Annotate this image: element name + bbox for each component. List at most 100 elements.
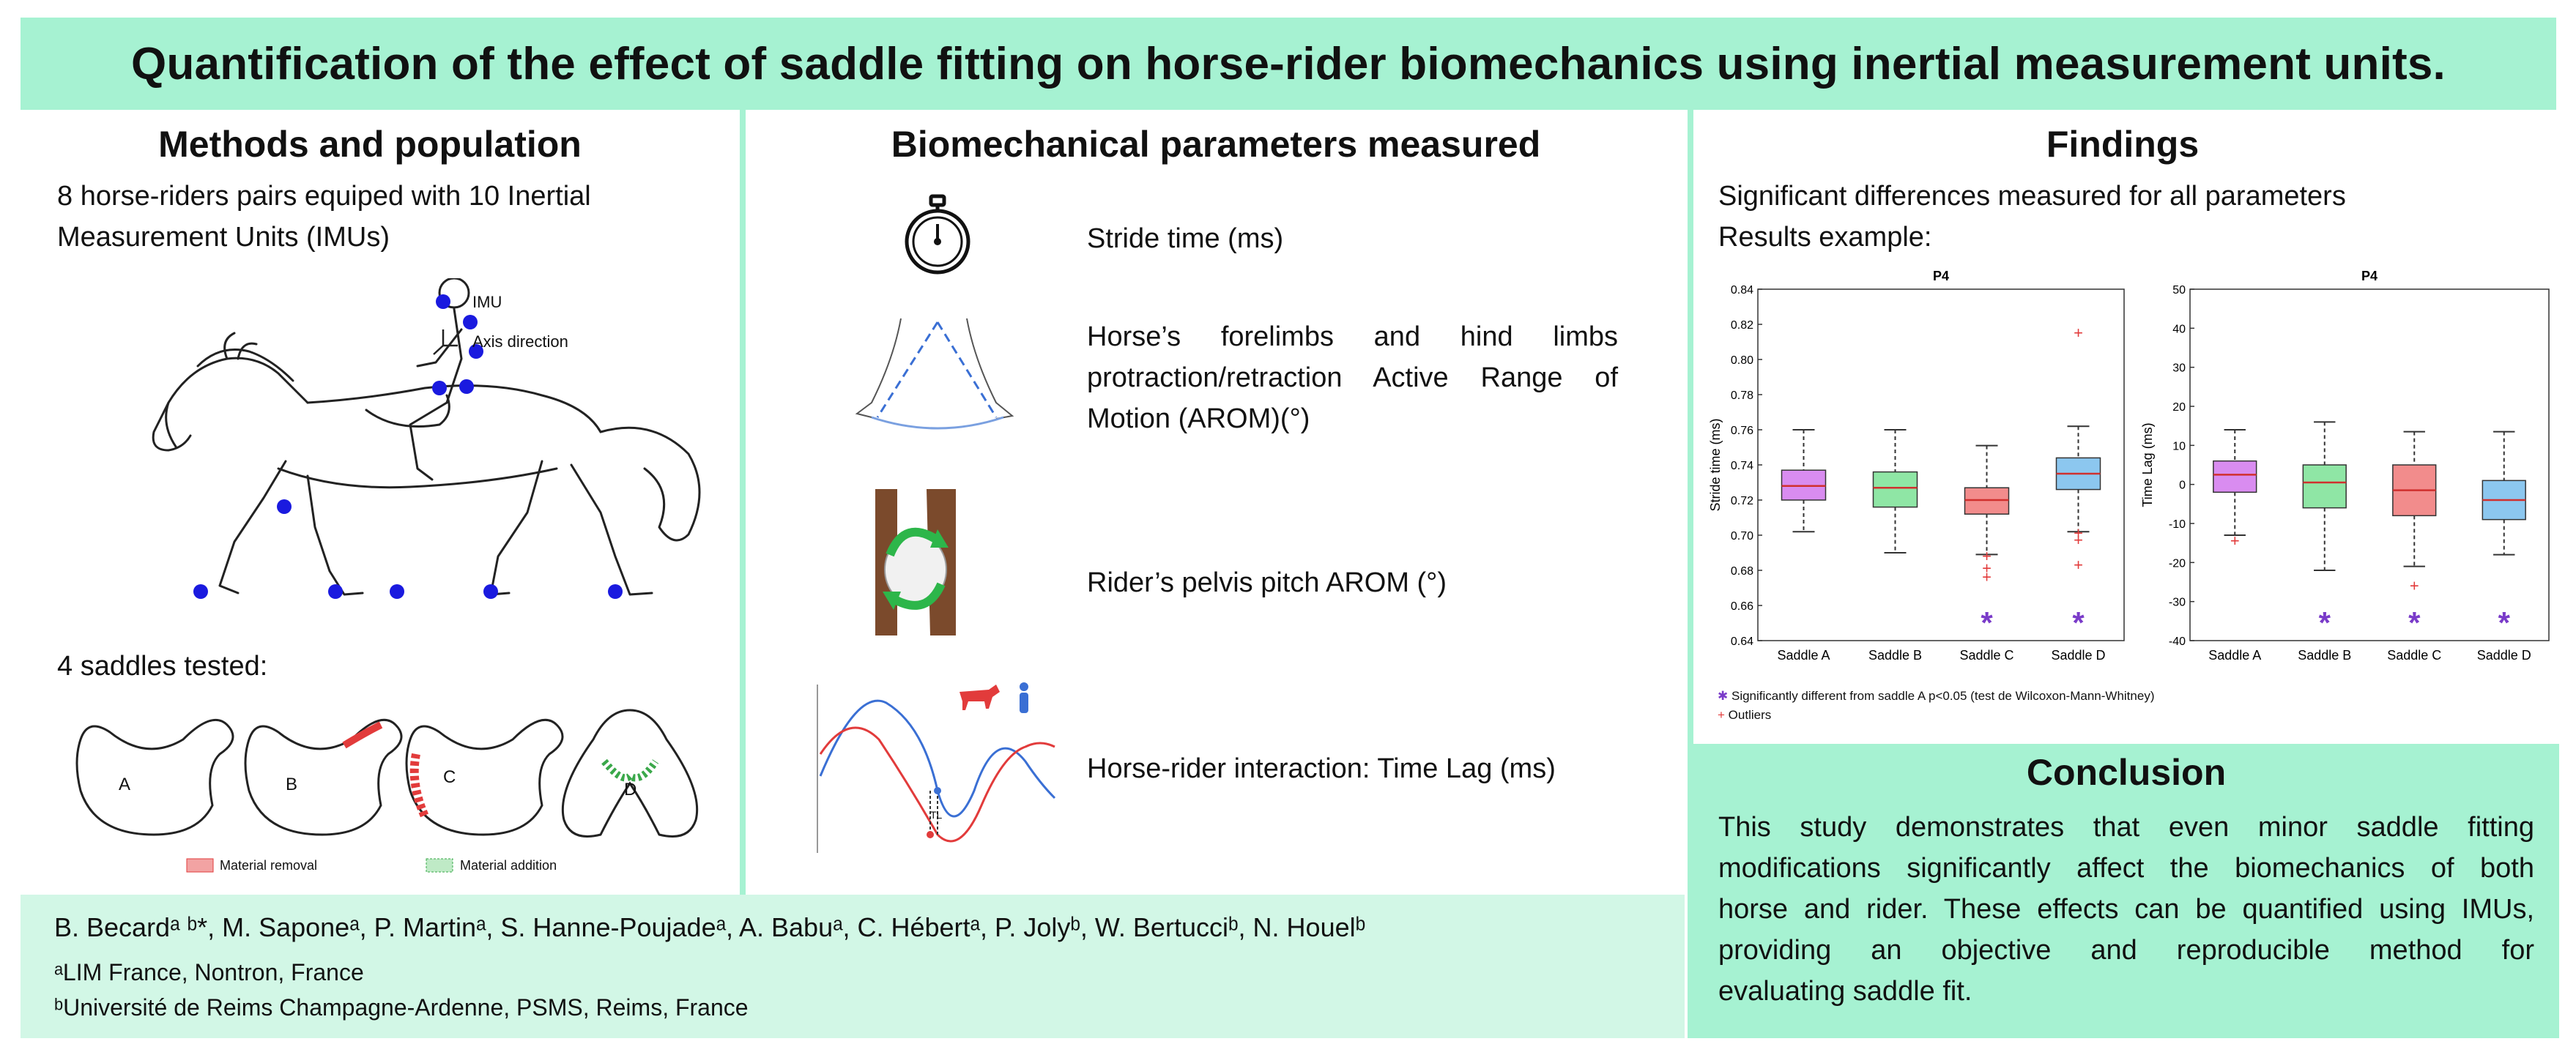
waves-time-lag-icon bbox=[817, 682, 1056, 853]
significance-mark: * bbox=[2408, 605, 2421, 640]
outlier-marker-icon: + bbox=[1718, 708, 1725, 722]
x-tick-label: Saddle A bbox=[2208, 648, 2261, 663]
y-tick-label: 0.72 bbox=[1731, 495, 1753, 507]
saddle-a-shape bbox=[75, 718, 234, 836]
methods-intro: 8 horse-riders pairs equiped with 10 Ine… bbox=[57, 181, 591, 253]
affiliation-b: ᵇUniversité de Reims Champagne-Ardenne, … bbox=[54, 994, 749, 1021]
outlier-mark: + bbox=[2074, 524, 2083, 543]
significance-mark: * bbox=[2498, 605, 2511, 640]
y-tick-label: -10 bbox=[2169, 518, 2186, 531]
y-tick-label: -40 bbox=[2169, 635, 2186, 648]
x-tick-label: Saddle C bbox=[1959, 648, 2013, 663]
tl-label: TL bbox=[930, 809, 943, 821]
significance-marker-icon: ✱ bbox=[1718, 689, 1729, 703]
significance-mark: * bbox=[2072, 605, 2085, 640]
outlier-mark: + bbox=[2074, 556, 2083, 574]
outlier-mark: + bbox=[1982, 568, 1992, 586]
outlier-mark: + bbox=[2410, 576, 2419, 594]
outlier-mark: + bbox=[1982, 547, 1992, 565]
findings-heading: Findings bbox=[2046, 124, 2200, 165]
outlier-mark: + bbox=[2074, 324, 2083, 342]
y-tick-label: 0.78 bbox=[1731, 389, 1753, 402]
imu-legend-label: IMU bbox=[472, 293, 502, 311]
y-tick-label: 50 bbox=[2172, 284, 2186, 297]
legend-addition-label: Material addition bbox=[460, 858, 557, 873]
saddle-b-shape bbox=[244, 718, 403, 836]
findings-footnote: ✱ Significantly different from saddle A … bbox=[1718, 687, 2154, 725]
horse-rider-figure bbox=[152, 278, 701, 599]
param-stride-time: Stride time (ms) bbox=[1087, 223, 1284, 254]
methods-heading: Methods and population bbox=[158, 124, 582, 165]
y-axis-label: Stride time (ms) bbox=[1708, 418, 1723, 511]
significance-mark: * bbox=[1981, 605, 1993, 640]
outlier-mark: + bbox=[2230, 532, 2240, 550]
conclusion-heading: Conclusion bbox=[2026, 752, 2227, 793]
y-tick-label: 40 bbox=[2172, 323, 2186, 335]
x-tick-label: Saddle D bbox=[2051, 648, 2105, 663]
divider-right bbox=[1688, 110, 1693, 1038]
y-tick-label: 0.64 bbox=[1731, 635, 1753, 648]
y-tick-label: 0.70 bbox=[1731, 530, 1753, 543]
chart-title: P4 bbox=[1933, 269, 1949, 283]
authors-panel: B. Becardᵃ ᵇ*, M. Saponeᵃ, P. Martinᵃ, S… bbox=[21, 895, 1685, 1038]
param-limb-arom: Horse’s forelimbs and hind limbs protrac… bbox=[1087, 321, 1618, 434]
limb-protraction-icon bbox=[855, 318, 1014, 430]
y-tick-label: 0.74 bbox=[1731, 460, 1753, 472]
material-removal-b bbox=[342, 721, 383, 749]
x-tick-label: Saddle B bbox=[2298, 648, 2351, 663]
footnote-outliers: Outliers bbox=[1728, 708, 1772, 722]
significance-mark: * bbox=[2319, 605, 2331, 640]
divider-left bbox=[740, 110, 746, 895]
box bbox=[1872, 471, 1918, 508]
y-tick-label: -20 bbox=[2169, 557, 2186, 570]
saddle-label-b: B bbox=[286, 775, 298, 794]
parameters-heading: Biomechanical parameters measured bbox=[891, 124, 1541, 165]
outlier-mark: + bbox=[2074, 531, 2083, 549]
pelvis-rotation-icon bbox=[875, 489, 956, 635]
y-tick-label: 0.80 bbox=[1731, 354, 1753, 367]
saddle-d-shape bbox=[561, 709, 699, 838]
y-tick-label: 10 bbox=[2172, 440, 2186, 452]
x-tick-label: Saddle D bbox=[2477, 648, 2531, 663]
material-removal-c bbox=[409, 753, 429, 819]
stopwatch-icon bbox=[905, 194, 970, 275]
imu-legend-dot bbox=[436, 294, 450, 309]
title-banner: Quantification of the effect of saddle f… bbox=[21, 18, 2556, 110]
axis-legend-label: Axis direction bbox=[472, 332, 568, 351]
material-addition-d bbox=[601, 758, 659, 782]
y-tick-label: 0 bbox=[2179, 480, 2186, 492]
y-tick-label: 0.68 bbox=[1731, 565, 1753, 578]
param-pelvis-arom: Rider’s pelvis pitch AROM (°) bbox=[1087, 567, 1447, 598]
outlier-mark: + bbox=[1982, 559, 1992, 578]
x-tick-label: Saddle C bbox=[2387, 648, 2441, 663]
person-silhouette-icon bbox=[1020, 682, 1028, 713]
y-tick-label: 0.76 bbox=[1731, 425, 1753, 437]
saddle-label-a: A bbox=[119, 775, 131, 794]
authors-line: B. Becardᵃ ᵇ*, M. Saponeᵃ, P. Martinᵃ, S… bbox=[54, 912, 1366, 942]
x-tick-label: Saddle B bbox=[1868, 648, 1922, 663]
horse-silhouette-icon bbox=[959, 685, 1000, 710]
y-tick-label: 0.84 bbox=[1731, 284, 1753, 297]
chart-title: P4 bbox=[2361, 269, 2378, 283]
footnote-significance: Significantly different from saddle A p<… bbox=[1731, 689, 2155, 703]
saddle-label-d: D bbox=[624, 780, 637, 799]
saddles-figure bbox=[75, 709, 699, 873]
y-tick-label: 0.82 bbox=[1731, 319, 1753, 332]
saddles-heading: 4 saddles tested: bbox=[57, 651, 268, 682]
x-tick-label: Saddle A bbox=[1777, 648, 1830, 663]
removal-swatch bbox=[186, 858, 214, 873]
param-time-lag: Horse-rider interaction: Time Lag (ms) bbox=[1087, 753, 1556, 784]
saddle-c-shape bbox=[405, 718, 564, 836]
y-tick-label: -30 bbox=[2169, 597, 2186, 609]
findings-text: Significant differences measured for all… bbox=[1718, 181, 2346, 253]
legend-removal-label: Material removal bbox=[220, 858, 318, 873]
plot-frame bbox=[2189, 288, 2550, 641]
box bbox=[2302, 464, 2347, 509]
saddle-label-c: C bbox=[443, 767, 456, 787]
axis-direction-icon bbox=[433, 329, 458, 355]
box bbox=[2213, 460, 2257, 493]
y-axis-label: Time Lag (ms) bbox=[2140, 422, 2155, 507]
y-tick-label: 0.66 bbox=[1731, 600, 1753, 613]
